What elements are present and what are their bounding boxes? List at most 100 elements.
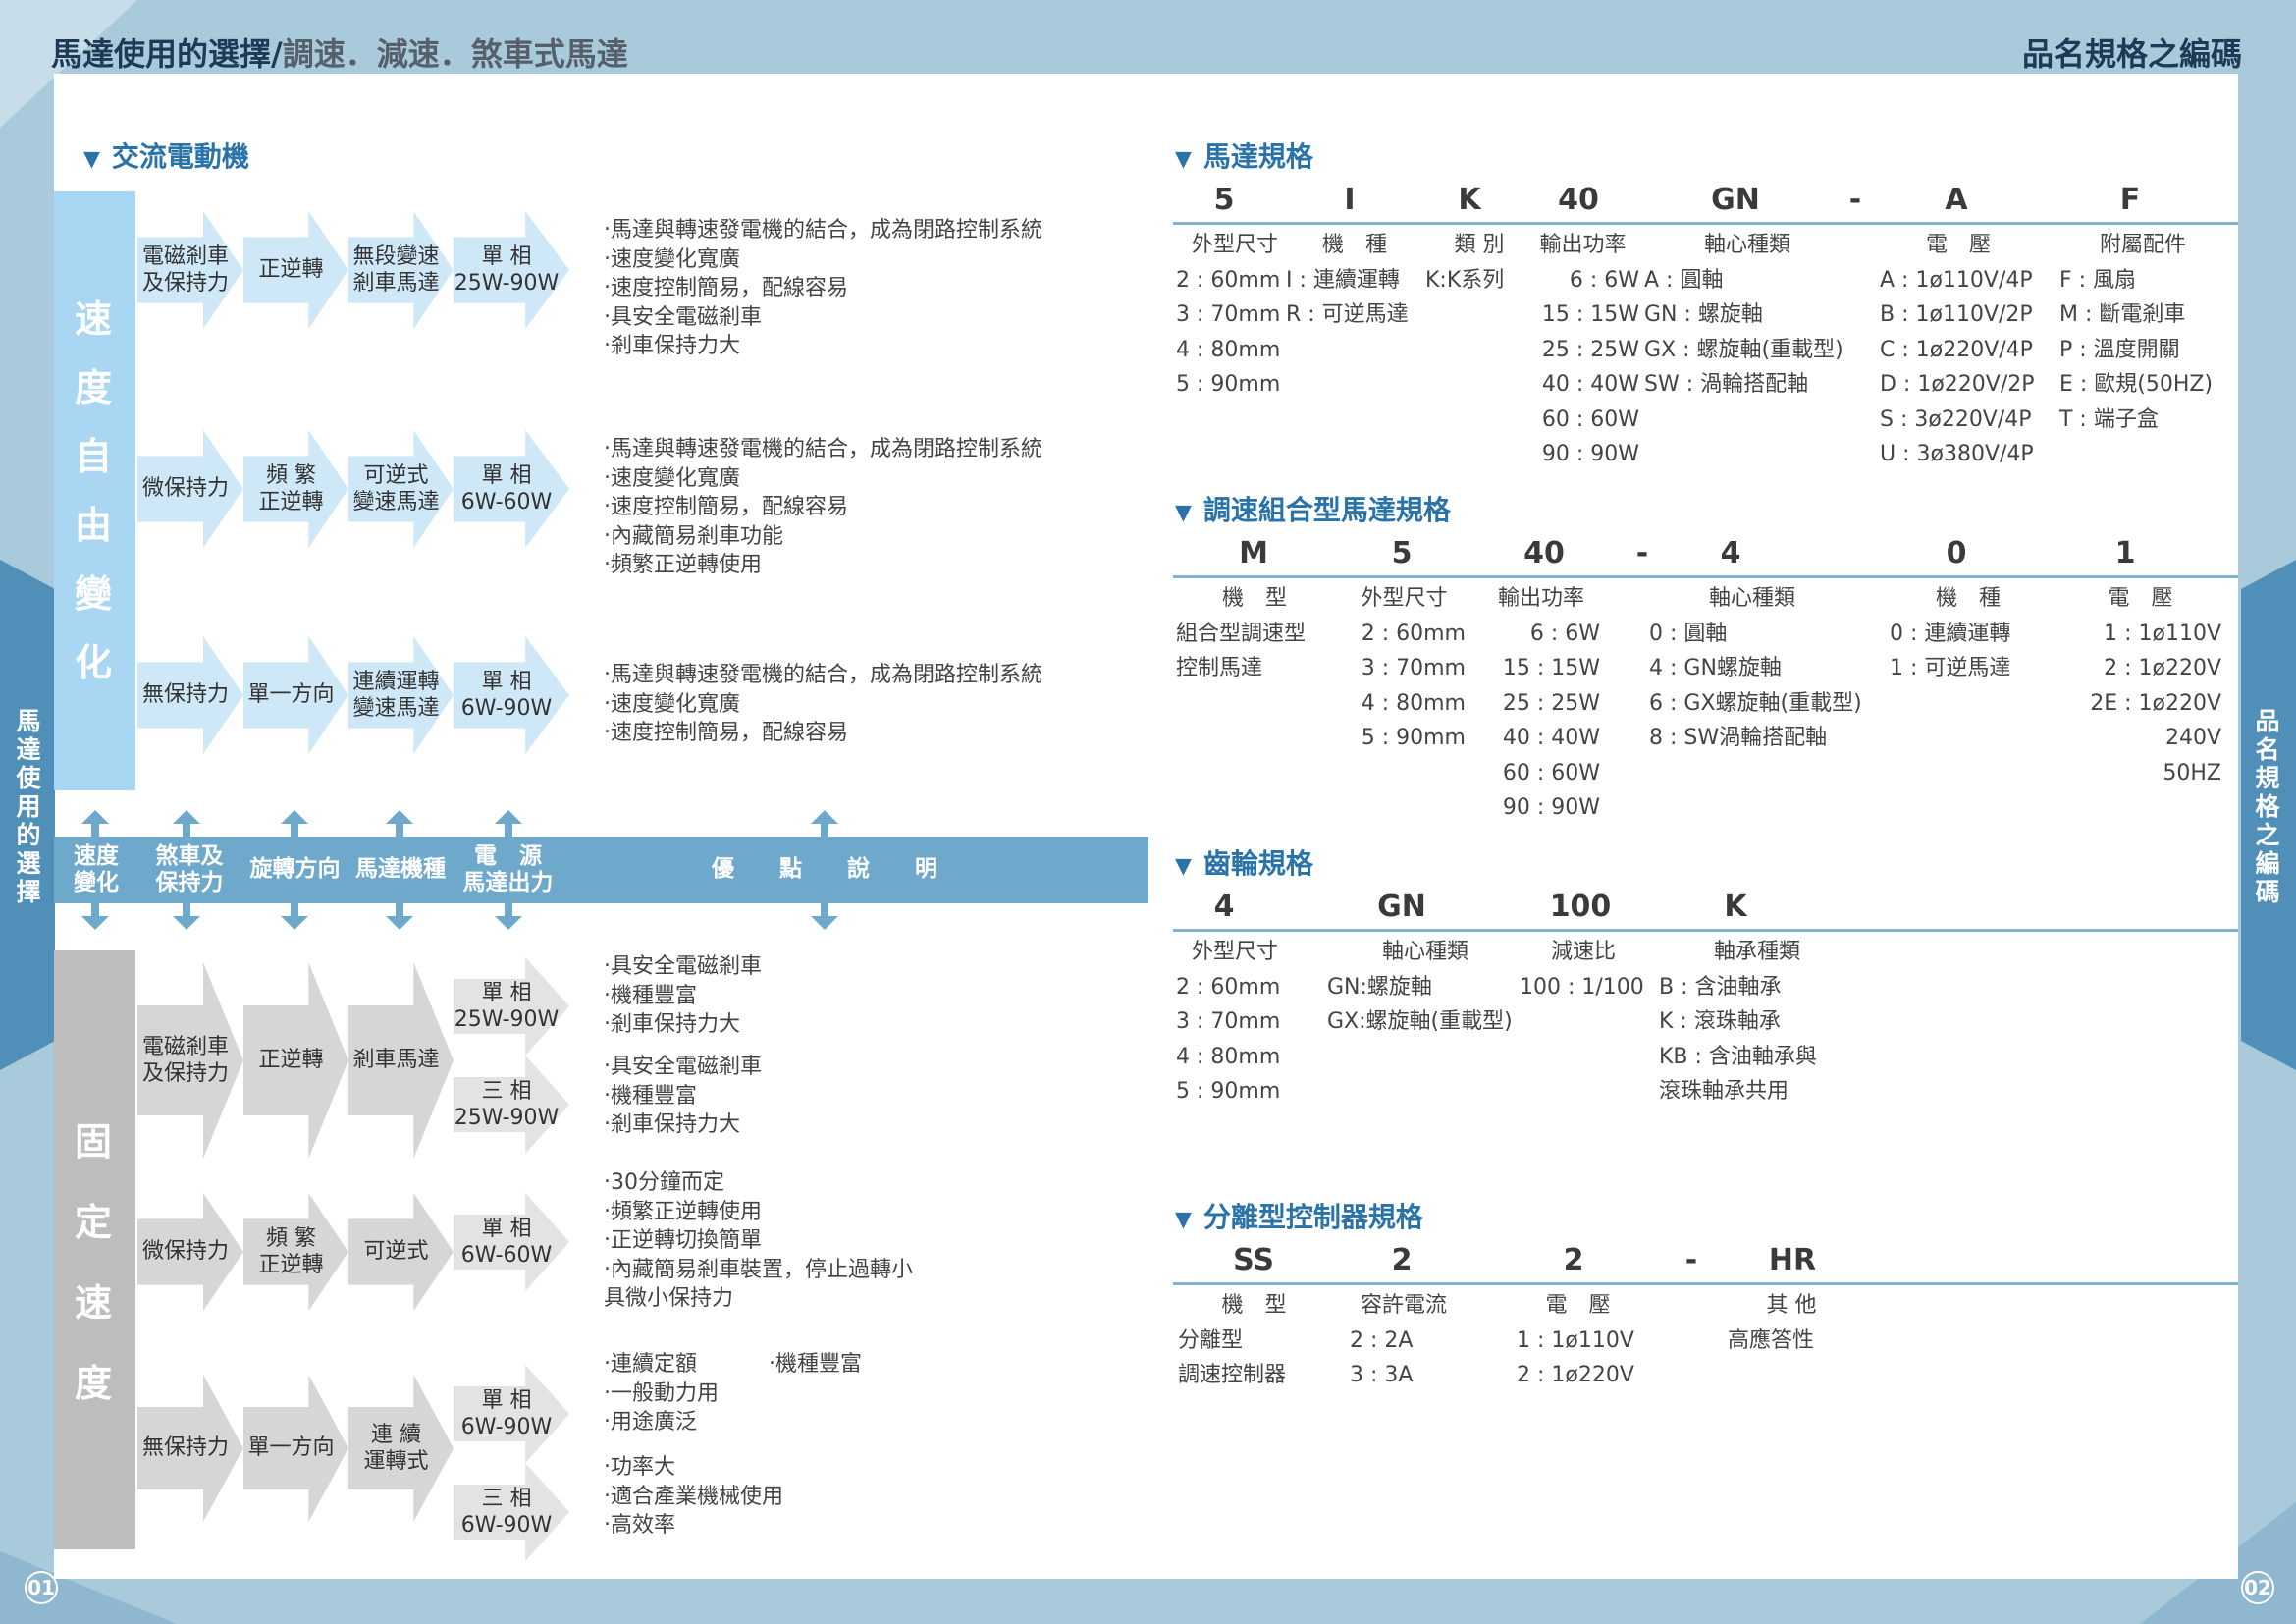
- fix-row-1-arrow-0: [137, 1193, 243, 1311]
- motor-spec-code-char: 5: [1213, 183, 1235, 217]
- bar-power: 電 源 馬達出力: [462, 843, 554, 895]
- fixed-speed-label: 固定速度: [74, 1120, 112, 1405]
- combo-spec-column-0-item: 控制馬達: [1176, 656, 1263, 680]
- fix-row-0-sub-1-bullets: ‧具安全電磁剎車‧機種豐富‧剎車保持力大: [604, 1053, 762, 1140]
- bullet-item: 具微小保持力: [604, 1286, 734, 1311]
- controller-spec-code-char: HR: [1768, 1243, 1817, 1277]
- motor-spec-code-char: F: [2119, 183, 2141, 217]
- triangle-down-icon: ▼: [1175, 1208, 1192, 1232]
- fix-row-0-sub-1-arrow: [454, 1056, 569, 1154]
- motor-spec-rule: [1173, 222, 2238, 225]
- gear-spec-column-3-item: 滾珠軸承共用: [1659, 1079, 1789, 1104]
- motor-spec-column-0-head: 外型尺寸: [1191, 233, 1278, 257]
- left-header-title: 馬達使用的選擇/調速．減速．煞車式馬達: [51, 29, 628, 75]
- bullet-item: ‧速度控制簡易，配線容易: [604, 495, 848, 519]
- controller-spec-column-1-item: 2 : 2A: [1350, 1327, 1414, 1353]
- combo-spec-column-0-item: 組合型調速型: [1176, 621, 1307, 646]
- ac-motor-section-title: ▼交流電動機: [83, 135, 249, 175]
- motor-spec-column-3-item: 25 : 25W: [1541, 337, 1639, 362]
- fix-row-2-sub-0-power: 單 相 6W-90W: [460, 1388, 553, 1439]
- bullet-item: ‧內藏簡易剎車裝置，停止過轉小: [604, 1257, 913, 1282]
- fix-row-1-sub-0-arrow: [454, 1193, 569, 1291]
- gear-spec-code-char: 100: [1549, 890, 1612, 924]
- fix-row-2-sub-1-bullets: ‧功率大‧適合產業機械使用‧高效率: [604, 1453, 783, 1541]
- motor-spec-code-char: K: [1458, 183, 1481, 217]
- motor-spec-column-6-item: E : 歐規(50HZ): [2059, 372, 2214, 397]
- right-page-number: 02: [2241, 1571, 2274, 1604]
- gear-spec-column-2-item: 100 : 1/100: [1520, 974, 1644, 1000]
- combo-spec-column-5-item: 50HZ: [2163, 760, 2221, 785]
- motor-spec-column-2-head: 類 別: [1454, 233, 1505, 257]
- combo-spec-column-2-item: 60 : 60W: [1502, 760, 1600, 785]
- var-row-1-cell-2: 可逆式 變速馬達: [352, 463, 440, 514]
- motor-spec-column-1-item: I : 連續運轉: [1286, 267, 1400, 293]
- right-side-tab: [2241, 560, 2296, 1070]
- bullet-item: ‧具安全電磁剎車: [604, 304, 762, 330]
- fix-row-1-cell-1: 頻 繁 正逆轉: [258, 1226, 324, 1277]
- motor-spec-column-5-item: S : 3ø220V/4P: [1880, 406, 2032, 432]
- bullet-item: ‧一般動力用: [604, 1380, 719, 1406]
- bullet-item: ‧馬達與轉速發電機的結合，成為閉路控制系統: [604, 437, 1042, 461]
- bullet-item: ‧速度控制簡易，配線容易: [604, 721, 848, 745]
- var-row-2-cell-3: 單 相 6W-90W: [460, 670, 553, 721]
- motor-spec-code-char: GN: [1711, 183, 1760, 217]
- bullet-item: ‧機種豐富: [604, 1083, 697, 1109]
- bullet-item: ‧剎車保持力大: [604, 1112, 740, 1137]
- triangle-down-icon: ▼: [1175, 501, 1192, 525]
- left-header-main: 馬達使用的選擇/: [51, 35, 283, 73]
- motor-spec-column-3-item: 15 : 15W: [1541, 302, 1639, 327]
- bullet-item: ‧內藏簡易剎車功能: [604, 523, 783, 549]
- motor-spec-column-4-item: GX : 螺旋軸(重載型): [1644, 337, 1843, 362]
- fix-row-0-cell-2: 剎車馬達: [352, 1048, 440, 1072]
- controller-spec-column-1-item: 3 : 3A: [1350, 1363, 1414, 1387]
- gear-spec-title: ▼ 齒輪規格: [1175, 842, 1313, 882]
- motor-spec-column-5-item: U : 3ø380V/4P: [1880, 442, 2034, 466]
- bullet-item: ‧馬達與轉速發電機的結合，成為閉路控制系統: [604, 663, 1042, 687]
- bullet-item: ‧機種豐富: [604, 983, 697, 1008]
- controller-spec-column-0-head: 機 型: [1221, 1293, 1287, 1318]
- fix-row-1-arrow-1: [243, 1193, 348, 1311]
- gear-spec-title-text: 齒輪規格: [1202, 847, 1313, 880]
- controller-spec-column-0-item: 分離型: [1178, 1327, 1244, 1353]
- bullet-item: ‧頻繁正逆轉使用: [604, 553, 762, 577]
- triangle-down-icon: ▼: [1175, 854, 1192, 879]
- combo-spec-title: ▼調速組合型馬達規格: [1175, 489, 1451, 528]
- motor-spec-column-2-item: K:K系列: [1425, 267, 1505, 293]
- motor-spec-title: ▼馬達規格: [1175, 135, 1313, 175]
- bullet-item: ‧頻繁正逆轉使用: [604, 1199, 762, 1224]
- motor-spec-code-char: I: [1344, 183, 1356, 217]
- motor-spec-column-3-item: 90 : 90W: [1541, 442, 1639, 466]
- var-row-2-bullets: ‧馬達與轉速發電機的結合，成為閉路控制系統‧速度變化寬廣‧速度控制簡易，配線容易: [604, 661, 1042, 748]
- bar-motor-type: 馬達機種: [355, 856, 446, 882]
- var-row-1-arrow-2: [348, 430, 454, 548]
- controller-spec-column-2-item: 1 : 1ø110V: [1517, 1327, 1634, 1353]
- bullet-item: ‧馬達與轉速發電機的結合，成為閉路控制系統: [604, 218, 1042, 243]
- motor-spec-column-2: 類 別 K:K系列: [1425, 228, 1533, 298]
- combo-spec-column-5-item: 2 : 1ø220V: [2104, 656, 2221, 680]
- bullet-item: ‧速度控制簡易，配線容易: [604, 276, 848, 300]
- gear-spec-rule: [1173, 929, 2238, 932]
- combo-spec-column-1-item: 5 : 90mm: [1361, 726, 1466, 750]
- var-row-1-arrow-1: [243, 430, 348, 548]
- motor-spec-column-6-item: T : 端子盒: [2059, 406, 2159, 432]
- bullet-item: ‧30分鐘而定: [604, 1170, 724, 1195]
- fix-row-2-cell-1: 單一方向: [247, 1435, 335, 1460]
- gear-spec-code-char: 4: [1213, 890, 1235, 924]
- var-row-2-cell-2: 連續運轉 變速馬達: [352, 670, 440, 721]
- combo-spec-column-1-item: 3 : 70mm: [1361, 656, 1466, 680]
- gear-spec-column-2-head: 減速比: [1550, 940, 1616, 964]
- motor-spec-column-4-item: SW : 渦輪搭配軸: [1644, 372, 1809, 397]
- controller-spec-column-3-item: 高應答性: [1728, 1327, 1815, 1353]
- controller-spec-column-2-item: 2 : 1ø220V: [1517, 1363, 1634, 1387]
- combo-spec-column-3-item: 6 : GX螺旋軸(重載型): [1649, 690, 1862, 716]
- variable-speed-block: [54, 191, 135, 790]
- motor-spec-column-5-head: 電 壓: [1925, 233, 1991, 257]
- combo-spec-rule: [1173, 575, 2238, 578]
- triangle-down-icon: ▼: [83, 147, 100, 172]
- bullet-item: ‧速度變化寬廣: [604, 465, 740, 491]
- bar-rotation: 旋轉方向: [249, 856, 341, 882]
- fix-row-0-cell-0: 電磁剎車 及保持力: [141, 1035, 229, 1086]
- gear-spec-column-0-item: 4 : 80mm: [1176, 1044, 1281, 1069]
